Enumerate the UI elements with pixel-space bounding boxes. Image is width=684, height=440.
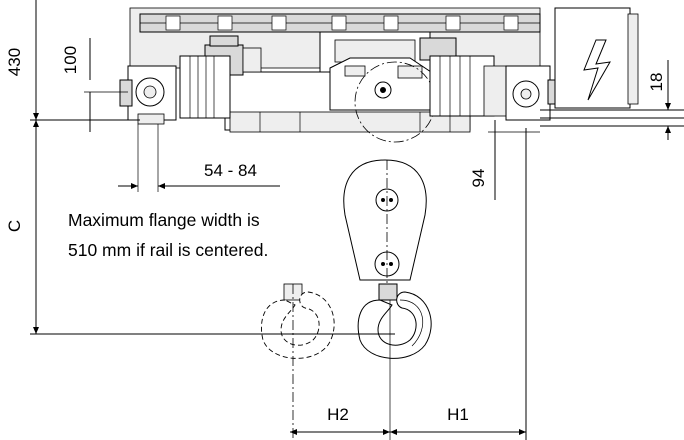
dim-h2-label: H2 <box>327 405 349 424</box>
dim-flange-range-label: 54 - 84 <box>204 161 257 180</box>
left-travel-motor <box>119 35 262 125</box>
dim-c-label: C <box>5 220 24 232</box>
hook-alternate-position <box>261 283 335 440</box>
flange-note-line1: Maximum flange width is <box>68 210 260 230</box>
dim-18-label: 18 <box>647 73 666 92</box>
dimension-lines <box>30 0 671 440</box>
dim-h1-label: H1 <box>447 405 469 424</box>
right-travel-motor <box>419 37 559 121</box>
trolley-frame <box>129 7 541 143</box>
lightning-icon <box>583 39 611 101</box>
dim-430-label: 430 <box>5 48 24 76</box>
dim-100-label: 100 <box>61 46 80 74</box>
rail-beam <box>540 109 684 127</box>
hook-block <box>343 159 432 359</box>
electrical-cabinet <box>554 7 639 109</box>
dim-94-label: 94 <box>469 169 488 188</box>
flange-note-line2: 510 mm if rail is centered. <box>68 240 268 260</box>
